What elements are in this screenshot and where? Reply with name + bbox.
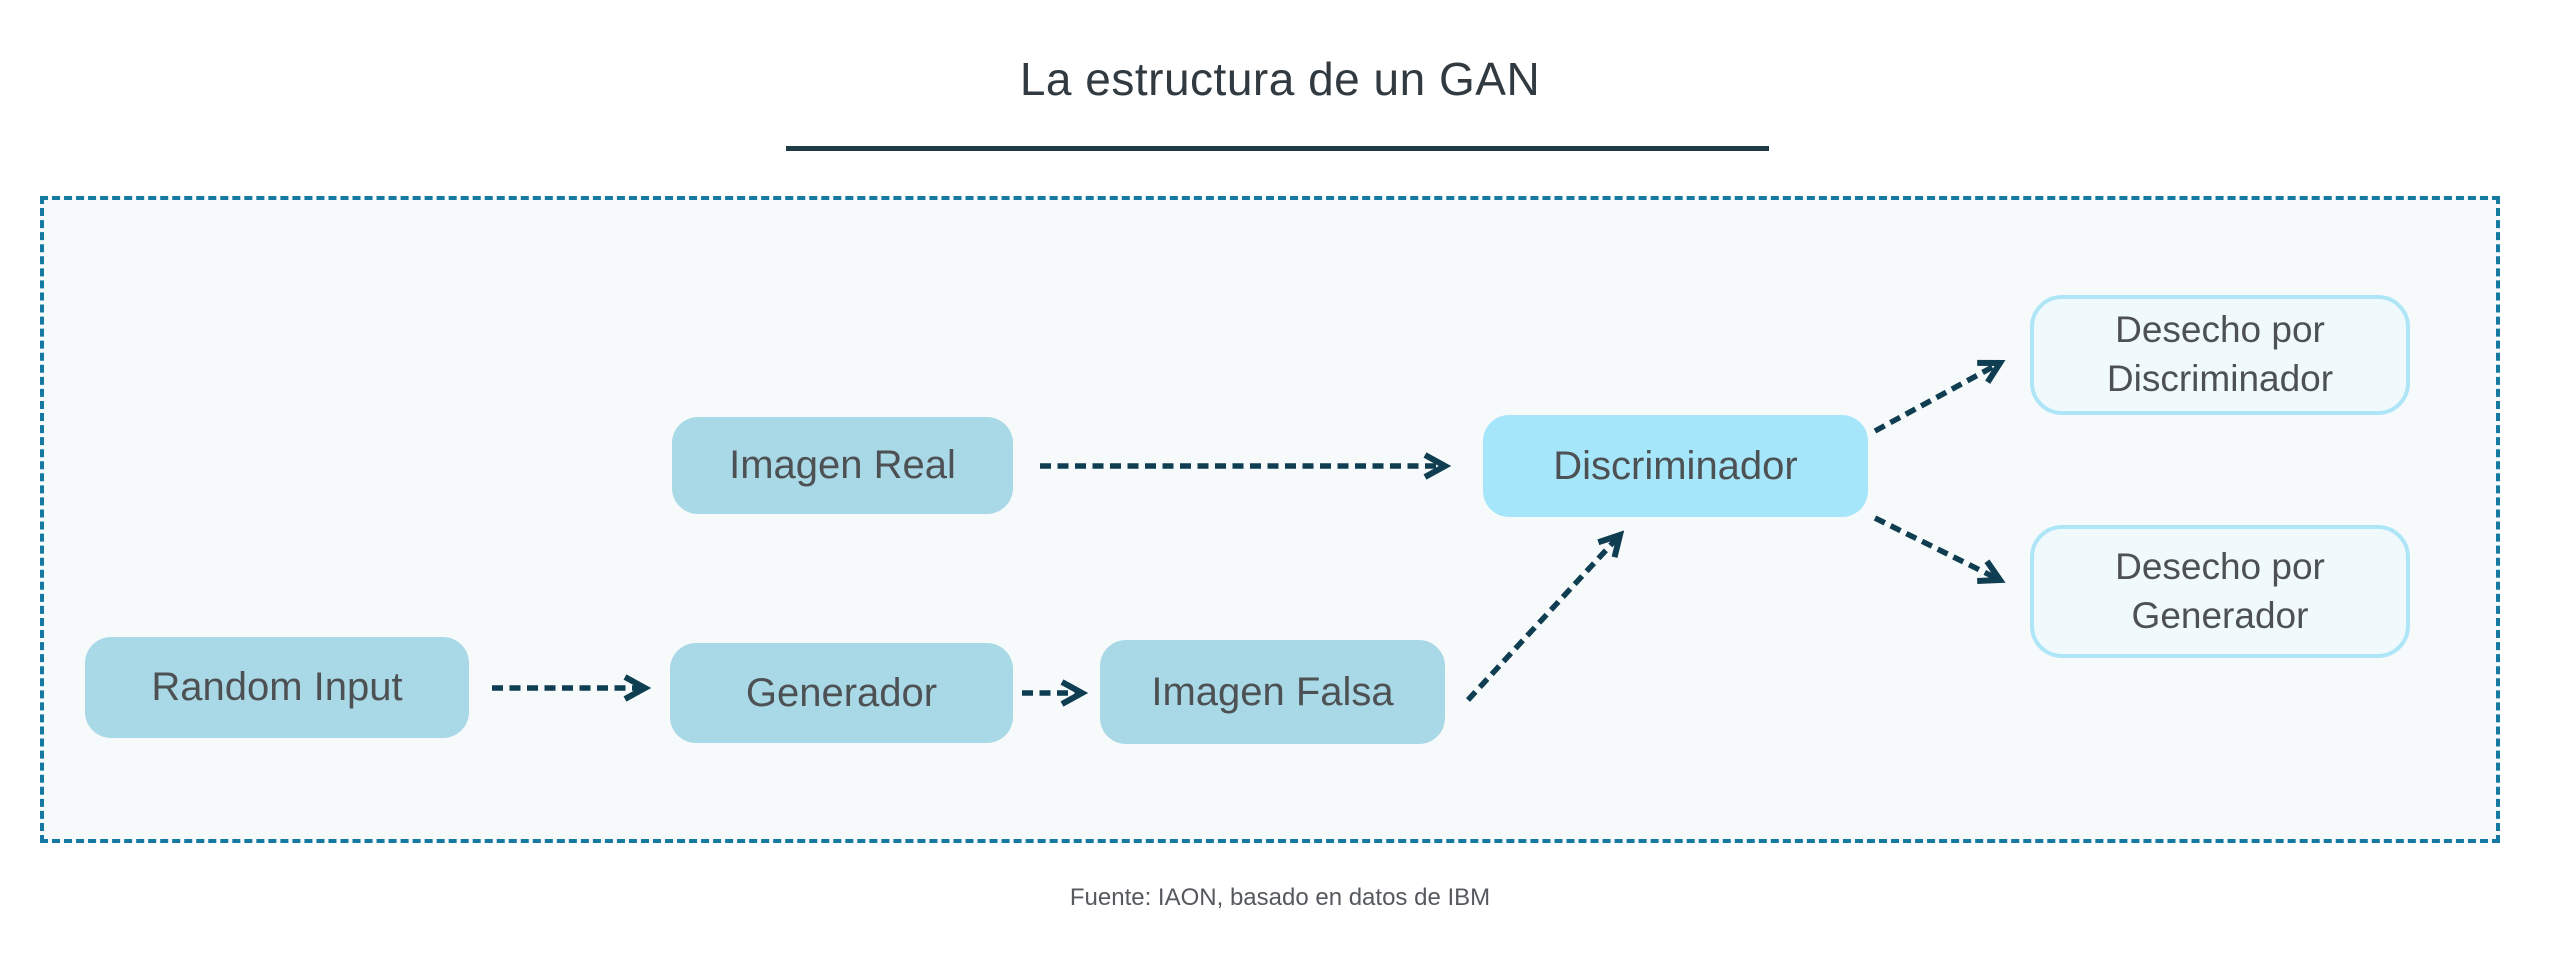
node-desecho-por-generador-line1: Desecho por [2115, 545, 2325, 587]
node-desecho-por-generador-line2: Generador [2131, 594, 2309, 636]
title-underline [786, 146, 1769, 151]
source-caption: Fuente: IAON, basado en datos de IBM [1069, 884, 1491, 911]
diagram-frame [40, 196, 2500, 843]
node-imagen-falsa: Imagen Falsa [1100, 640, 1445, 744]
node-desecho-por-discriminador-line1: Desecho por [2115, 309, 2325, 351]
node-generador: Generador [670, 643, 1013, 743]
node-random-input: Random Input [85, 637, 469, 738]
node-desecho-por-generador: Desecho por Generador [2030, 525, 2410, 658]
node-imagen-real: Imagen Real [672, 417, 1013, 514]
node-desecho-por-discriminador: Desecho por Discriminador [2030, 295, 2410, 415]
node-desecho-por-discriminador-line2: Discriminador [2106, 358, 2334, 399]
node-discriminador: Discriminador [1483, 415, 1868, 517]
page-title: La estructura de un GAN [1019, 53, 1541, 105]
